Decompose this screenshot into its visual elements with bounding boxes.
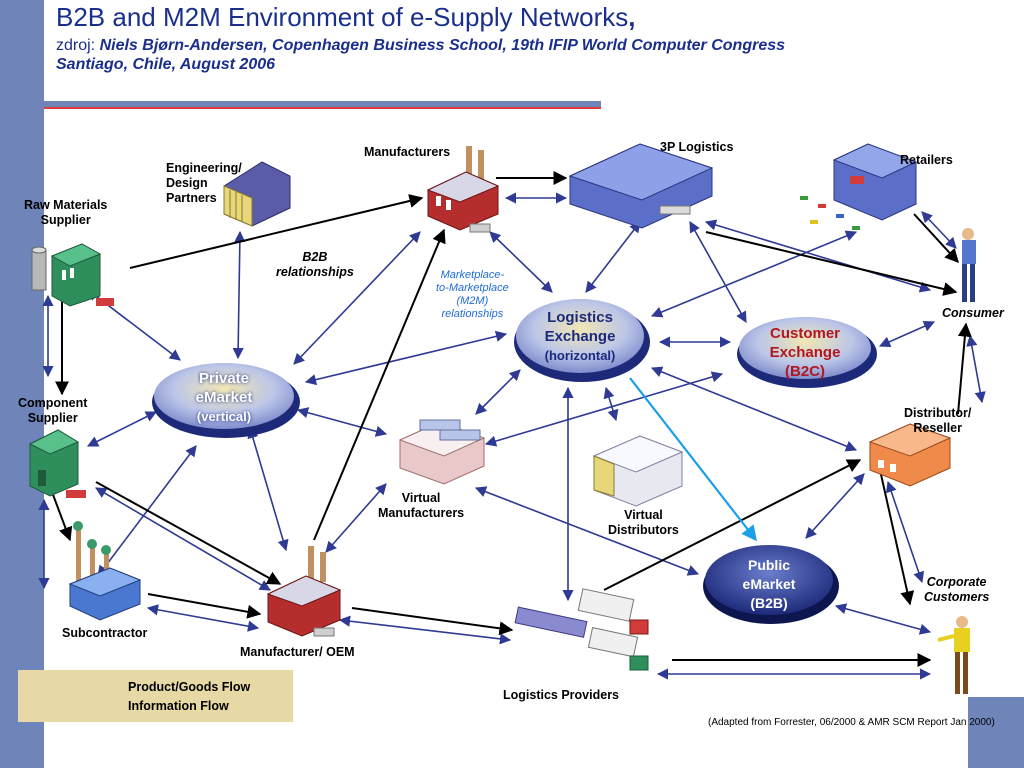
manufacturers-factory-icon xyxy=(426,146,500,233)
legend: Product/Goods Flow Information Flow xyxy=(18,670,293,722)
logistics-providers-label: Logistics Providers xyxy=(503,688,620,702)
retailers-store-icon xyxy=(800,143,918,230)
distributor-label: Distributor/Reseller xyxy=(904,406,972,435)
public-emarket-oval xyxy=(703,545,839,624)
subcontractor-icon xyxy=(68,521,142,621)
legend-info-label: Information Flow xyxy=(128,699,229,713)
left-decorative-bar xyxy=(0,0,44,768)
exchange-public-link xyxy=(629,377,757,542)
consumer-label: Consumer xyxy=(942,306,1004,320)
product-flow-arrows xyxy=(51,171,972,667)
manufacturer-oem-label: Manufacturer/ OEM xyxy=(240,645,355,659)
customer-exchange-oval xyxy=(737,317,877,388)
corporate-customer-person-icon xyxy=(937,616,970,694)
3p-logistics-label: 3P Logistics xyxy=(660,140,734,154)
raw-materials-supplier-icon xyxy=(31,243,114,307)
title-underline xyxy=(44,101,601,107)
3p-logistics-warehouse-icon xyxy=(568,143,714,229)
logistics-exchange-oval xyxy=(514,299,650,382)
engineering-design-partners-icon xyxy=(223,161,291,227)
retailers-label: Retailers xyxy=(900,153,953,167)
source-note: (Adapted from Forrester, 06/2000 & AMR S… xyxy=(708,717,995,728)
virtual-manufacturers-icon xyxy=(398,419,486,485)
m2m-relationships-label: Marketplace-to-Marketplace(M2M)relations… xyxy=(436,269,509,320)
component-supplier-icon xyxy=(28,429,86,498)
source-citation: zdroj: Niels Bjørn-Andersen, Copenhagen … xyxy=(56,37,786,73)
virtual-distributors-icon xyxy=(592,435,684,507)
manufacturer-oem-icon xyxy=(266,546,342,637)
subcontractor-label: Subcontractor xyxy=(62,626,148,640)
logistics-providers-trucks-icon xyxy=(514,588,649,671)
distributor-reseller-icon xyxy=(868,423,952,487)
consumer-person-icon xyxy=(962,228,976,302)
title-underline-accent xyxy=(44,107,601,109)
manufacturers-label: Manufacturers xyxy=(364,145,451,159)
legend-product-label: Product/Goods Flow xyxy=(128,680,251,694)
corner-decoration xyxy=(968,697,1024,768)
page-title: B2B and M2M Environment of e-Supply Netw… xyxy=(56,2,636,32)
private-emarket-oval xyxy=(152,363,300,438)
